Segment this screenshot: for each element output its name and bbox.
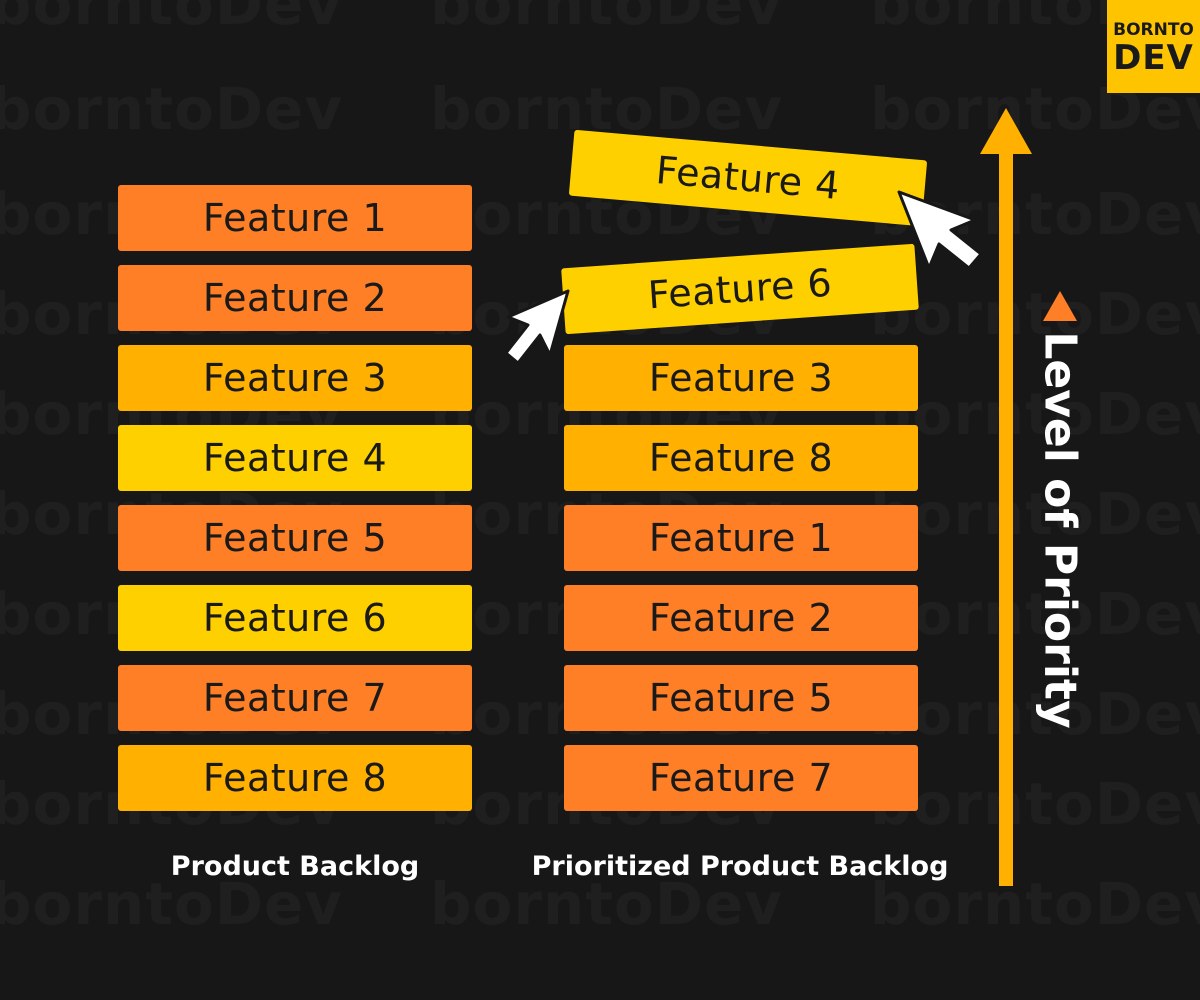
prioritized-backlog-item: Feature 4 [568, 129, 928, 227]
cursor-arrow-icon [897, 190, 983, 270]
triangle-up-icon [1043, 291, 1077, 321]
logo-line-2: DEV [1113, 38, 1194, 78]
prioritized-backlog-item: Feature 7 [564, 745, 918, 811]
cursor-arrow-icon [504, 289, 570, 365]
product-backlog-item: Feature 4 [118, 425, 472, 491]
priority-axis-line [999, 140, 1013, 886]
priority-axis-label: Level of Priority [1034, 331, 1086, 729]
product-backlog-item: Feature 1 [118, 185, 472, 251]
prioritized-backlog-item: Feature 1 [564, 505, 918, 571]
watermark-text: borntoDev [430, 0, 784, 38]
watermark-text: borntoDev [0, 75, 344, 143]
prioritized-backlog-title: Prioritized Product Backlog [531, 851, 949, 882]
product-backlog-item: Feature 6 [118, 585, 472, 651]
watermark-text: borntoDev [0, 0, 344, 38]
prioritized-backlog-item: Feature 5 [564, 665, 918, 731]
product-backlog-item: Feature 3 [118, 345, 472, 411]
product-backlog-item: Feature 7 [118, 665, 472, 731]
product-backlog-title: Product Backlog [170, 851, 420, 882]
prioritized-backlog-item: Feature 6 [561, 243, 919, 335]
prioritized-backlog-item: Feature 2 [564, 585, 918, 651]
watermark-text: borntoDev [870, 770, 1200, 838]
logo-line-1: BORNTO [1113, 20, 1194, 40]
product-backlog-item: Feature 2 [118, 265, 472, 331]
product-backlog-item: Feature 8 [118, 745, 472, 811]
prioritized-backlog-item: Feature 8 [564, 425, 918, 491]
borntodev-logo: BORNTO DEV [1107, 0, 1200, 93]
priority-arrow-up-icon [980, 108, 1032, 154]
prioritized-backlog-item: Feature 3 [564, 345, 918, 411]
product-backlog-item: Feature 5 [118, 505, 472, 571]
